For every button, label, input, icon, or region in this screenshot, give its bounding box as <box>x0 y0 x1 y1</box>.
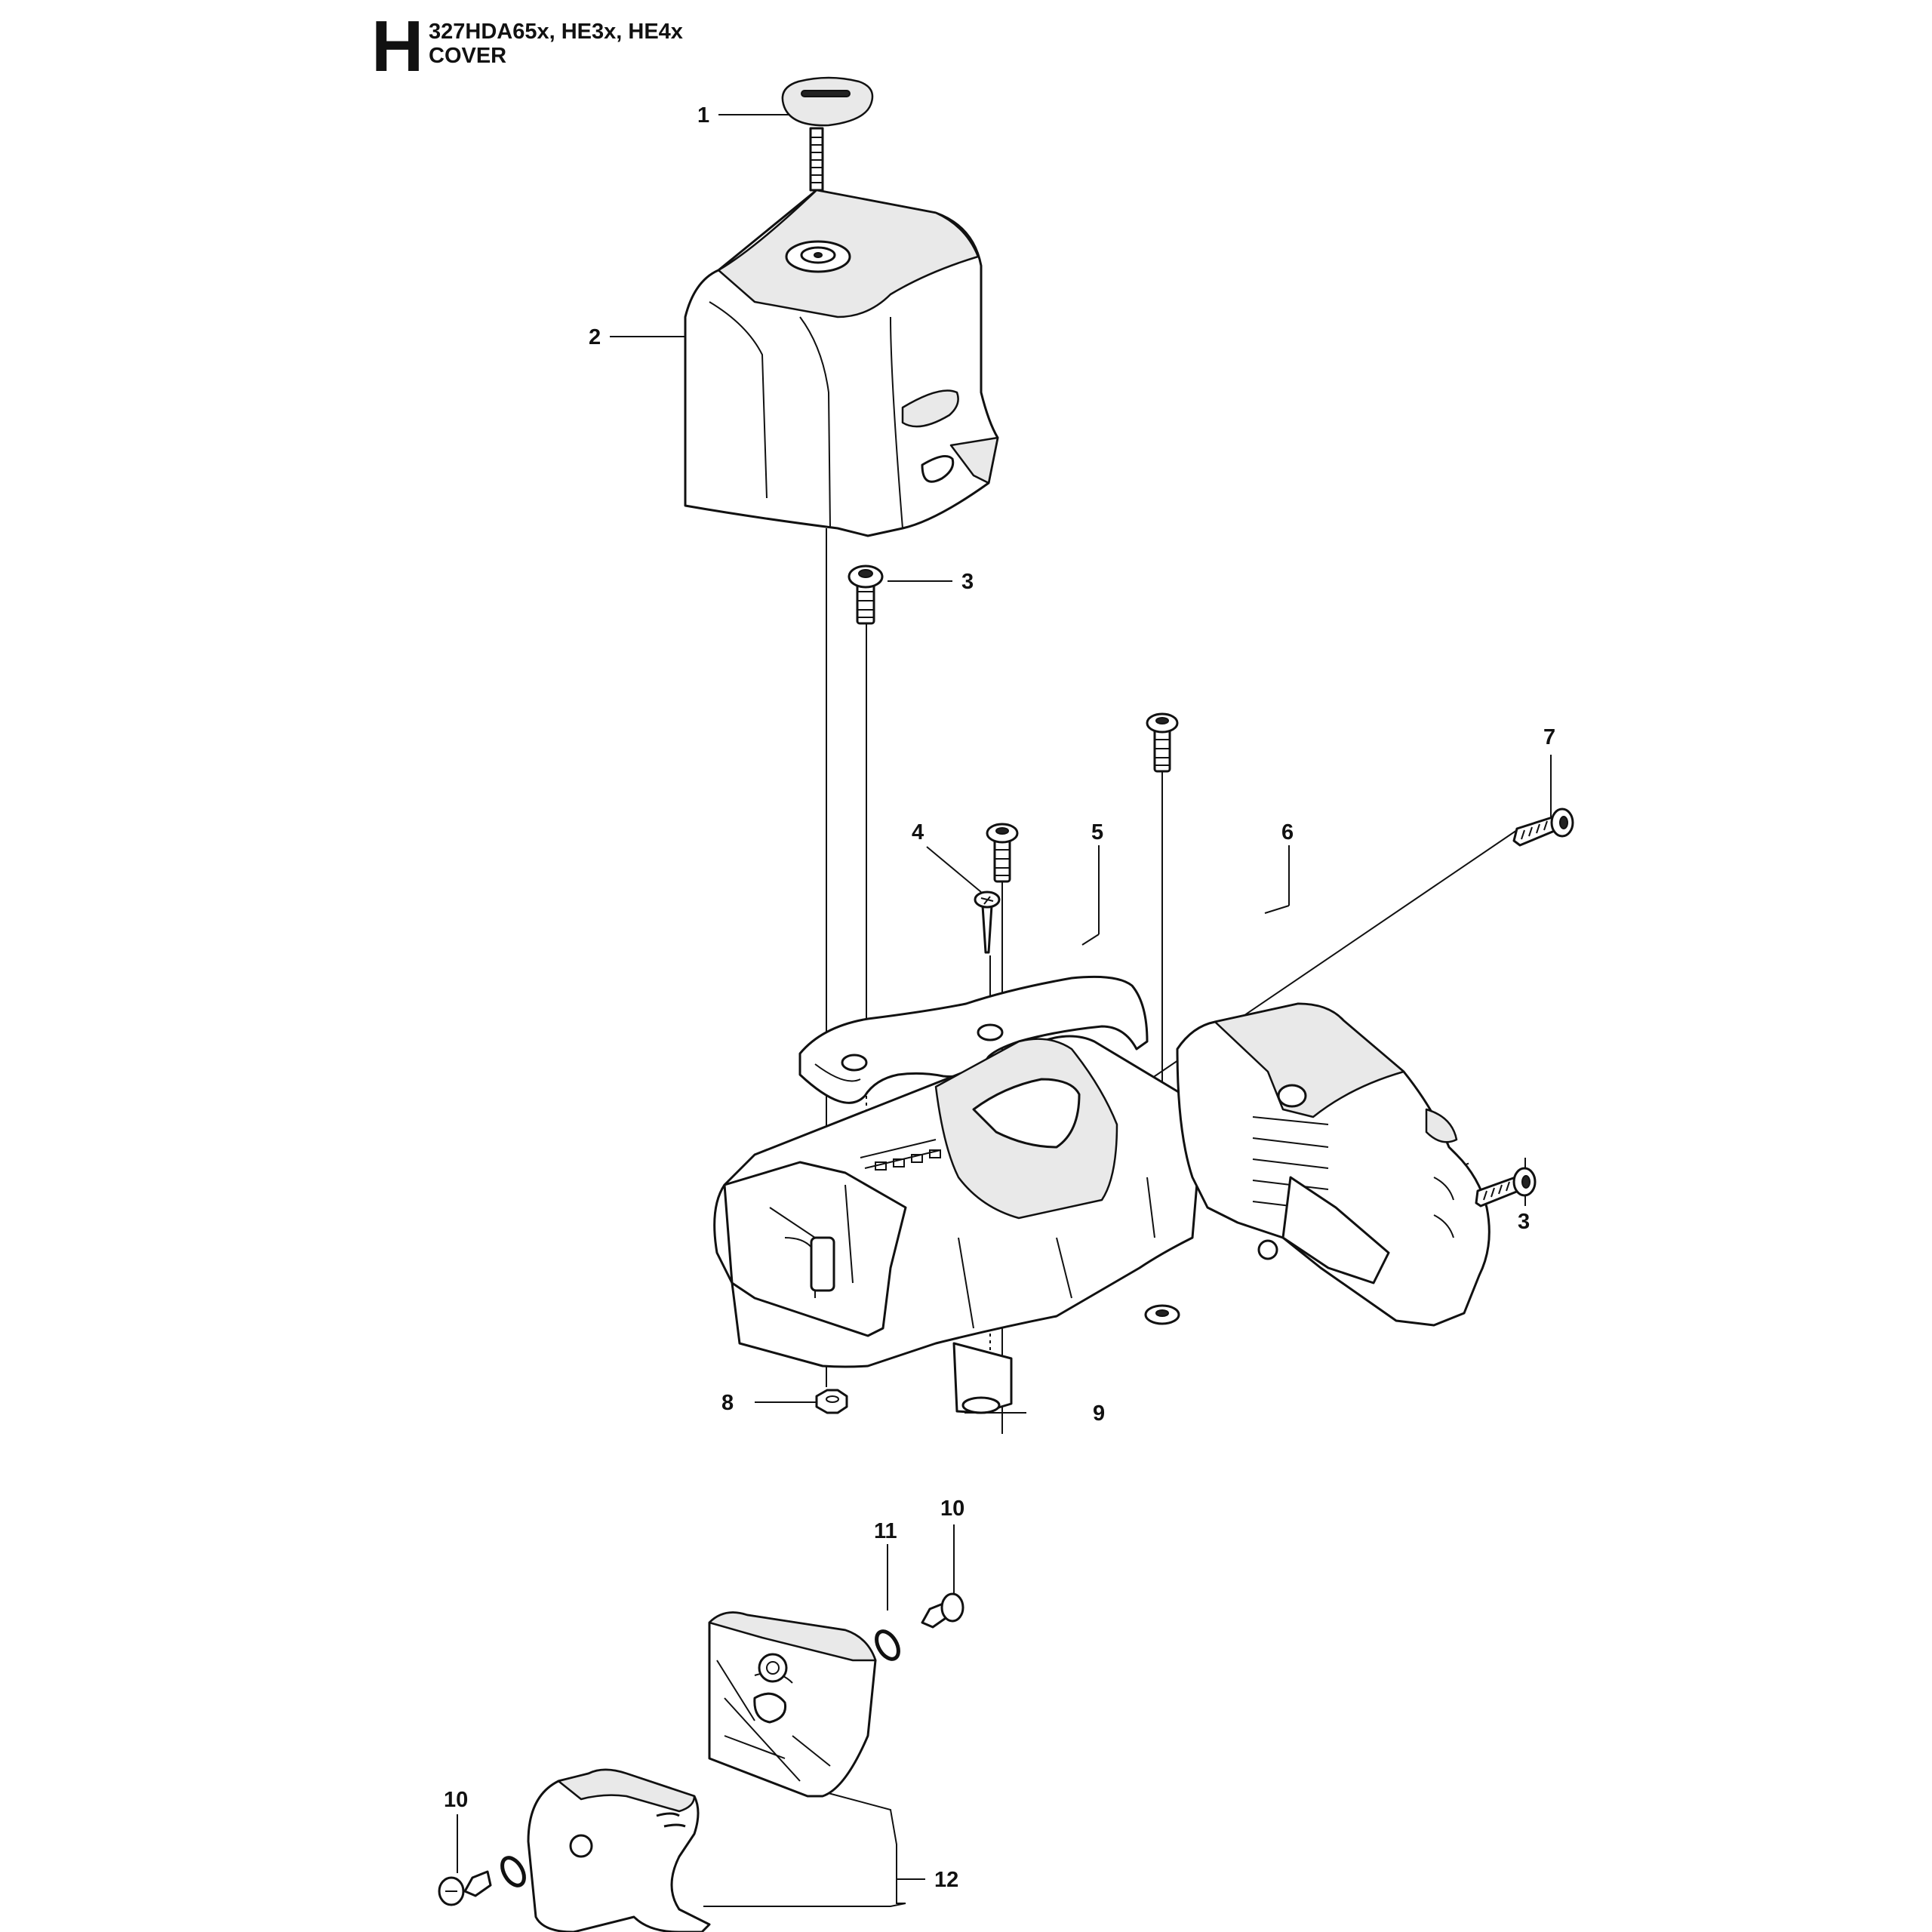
part-4-tapping-screw <box>974 891 1001 954</box>
part-12-rear-cover <box>708 1611 877 1798</box>
part-screw-long-right <box>1146 712 1179 773</box>
callout-12: 12 <box>934 1868 958 1892</box>
part-oring-lower <box>500 1856 526 1887</box>
part-10-screw-lower <box>438 1870 492 1906</box>
callout-10-lower: 10 <box>444 1788 468 1812</box>
part-12-front-cover <box>527 1768 711 1932</box>
part-3-screw-right <box>1475 1167 1537 1208</box>
part-8-nut <box>815 1389 848 1414</box>
callout-8: 8 <box>721 1391 734 1415</box>
part-10-screw-upper <box>921 1592 964 1629</box>
part-7-screw <box>1512 808 1574 847</box>
part-1-knob <box>781 76 874 192</box>
part-5-bracket <box>798 975 1149 1104</box>
model-line: 327HDA65x, HE3x, HE4x <box>429 20 683 44</box>
part-screw-center <box>986 823 1019 883</box>
callout-1: 1 <box>697 103 709 128</box>
callout-9: 9 <box>1093 1401 1105 1426</box>
group-line: COVER <box>429 44 507 68</box>
callout-11: 11 <box>874 1519 897 1543</box>
section-letter: H <box>371 6 424 87</box>
callout-5: 5 <box>1091 820 1103 844</box>
callout-3-top: 3 <box>961 570 974 594</box>
part-11-oring <box>875 1629 900 1661</box>
part-2-top-cover <box>684 189 999 537</box>
callout-6: 6 <box>1281 820 1294 844</box>
callout-7: 7 <box>1543 725 1555 749</box>
part-3-screw-top <box>848 565 884 625</box>
part-6-fan-housing <box>1176 1002 1491 1327</box>
callout-2: 2 <box>589 325 601 349</box>
callout-10-upper: 10 <box>940 1497 964 1521</box>
part-cylinder-cover <box>713 1035 1201 1414</box>
callout-labels: 1 2 3 4 5 6 7 3 8 9 10 11 10 12 <box>444 103 1555 1892</box>
callout-3-right: 3 <box>1518 1210 1530 1234</box>
callout-4: 4 <box>912 820 924 844</box>
